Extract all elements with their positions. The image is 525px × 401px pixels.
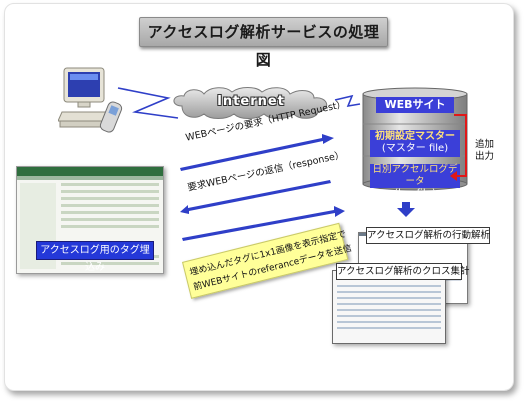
- website-label-box: WEBサイト: [376, 97, 454, 113]
- report-line: [337, 315, 441, 317]
- internet-label: Internet: [217, 94, 285, 109]
- master-file-title: 初期設定マスター: [375, 131, 455, 142]
- report-line: [337, 285, 441, 287]
- website-line: [61, 262, 159, 265]
- website-subheader-bar: [17, 176, 163, 180]
- output-arrow: [450, 114, 467, 181]
- log-file-subtitle: (log file): [394, 188, 436, 199]
- report-line: [337, 321, 441, 323]
- report-line: [337, 303, 441, 305]
- website-line: [61, 211, 159, 214]
- website-line: [61, 197, 159, 200]
- down-arrow-icon: [397, 202, 415, 217]
- website-header-bar: [17, 167, 163, 176]
- website-line: [61, 183, 159, 186]
- log-file-title: 日別アクセルログデータ: [372, 164, 458, 187]
- log-file-box: 日別アクセルログデータ (log file): [370, 164, 460, 199]
- website-line: [61, 225, 159, 228]
- master-file-subtitle: (マスター file): [381, 143, 449, 154]
- mobile-phone-icon: [98, 100, 124, 136]
- pc-computer-icon: [57, 66, 114, 138]
- internet-cloud: Internet: [170, 86, 332, 120]
- website-line: [61, 218, 159, 221]
- side-label-add: 追加: [475, 139, 495, 150]
- tag-embed-label: アクセスログ用のタグ埋込み: [36, 241, 154, 273]
- cross-report-label: アクセスログ解析のクロス集計: [336, 263, 470, 280]
- website-line: [61, 190, 159, 193]
- website-line: [61, 204, 159, 207]
- cross-report-window: [332, 270, 446, 344]
- side-label-output: 出力: [475, 151, 495, 162]
- diagram-title: アクセスログ解析サービスの処理図: [139, 17, 388, 69]
- behavior-report-label: アクセスログ解析の行動解析: [366, 227, 490, 244]
- report-line: [337, 297, 441, 299]
- master-file-box: 初期設定マスター (マスター file): [370, 130, 460, 157]
- report-line: [337, 327, 441, 329]
- report-line: [337, 291, 441, 293]
- report-line: [337, 309, 441, 311]
